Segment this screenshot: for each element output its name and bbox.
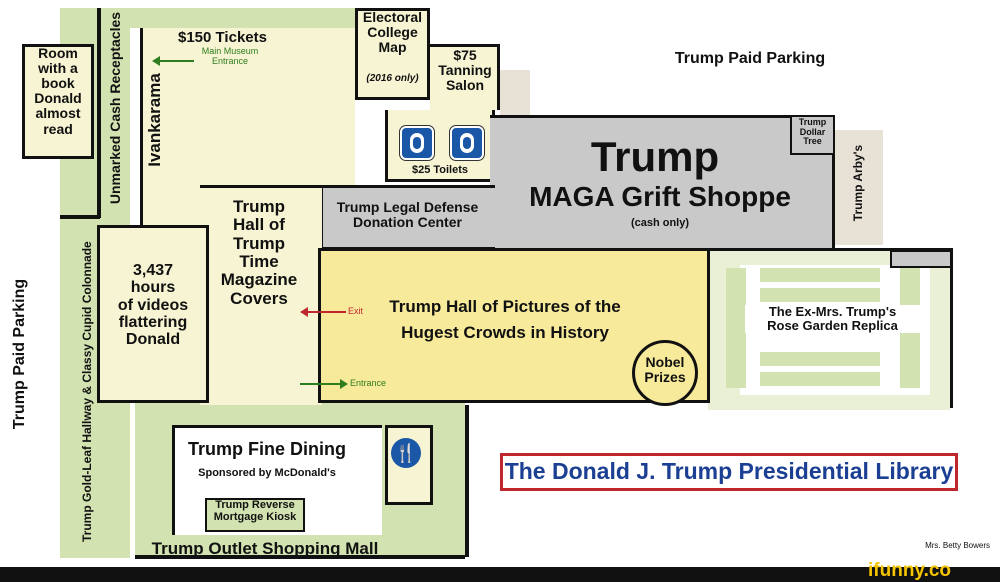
- hall-of-time-room: [200, 185, 322, 405]
- tickets-label: $150 Tickets: [178, 29, 267, 46]
- beige-strip: [500, 70, 530, 115]
- restroom-icon: [400, 126, 434, 160]
- legal-defense-label: Trump Legal Defense Donation Center: [336, 199, 479, 231]
- exit-label: Exit: [348, 306, 364, 316]
- mortgage-kiosk: [205, 498, 305, 532]
- videos-room: [97, 225, 209, 403]
- entrance-arrow-bottom: [300, 379, 348, 389]
- room-with-book: [22, 44, 94, 159]
- rose-garden-wall: [890, 250, 952, 268]
- watermark-label: ifunny.co: [868, 560, 952, 581]
- electoral-map-label: Electoral College Map: [362, 9, 423, 56]
- rose-garden-bed: [760, 352, 880, 366]
- electoral-map-note: (2016 only): [366, 73, 419, 84]
- sponsor-label: Sponsored by McDonald's: [198, 467, 336, 479]
- electoral-map-room: [355, 8, 430, 100]
- toilets-label: $25 Toilets: [411, 164, 469, 176]
- wall: [465, 405, 469, 557]
- grift-note: (cash only): [630, 217, 690, 229]
- dollar-tree-label: Trump Dollar Tree: [798, 117, 827, 147]
- grift-subtitle: MAGA Grift Shoppe: [529, 181, 791, 212]
- rose-garden-bed: [726, 268, 746, 388]
- main-entrance-label: Main Museum Entrance: [201, 46, 259, 66]
- wall: [708, 248, 953, 251]
- rose-garden-bed: [760, 268, 880, 282]
- credit-label: Mrs. Betty Bowers: [925, 541, 990, 550]
- entrance-label: Entrance: [350, 378, 387, 388]
- grift-shoppe-room: [490, 115, 835, 250]
- wall: [950, 248, 953, 408]
- paid-parking-top-label: Trump Paid Parking: [674, 50, 826, 67]
- rose-garden-bed: [760, 372, 880, 386]
- restroom-icon: [450, 126, 484, 160]
- library-title: The Donald J. Trump Presidential Library: [504, 458, 954, 484]
- crowds-hall-room: [318, 248, 710, 403]
- entrance-arrow-top: [152, 56, 194, 66]
- wall: [97, 8, 101, 218]
- fork-knife-icon: 🍴: [391, 438, 421, 468]
- videos-label: 3,437 hours of videos flattering Donald: [117, 262, 189, 349]
- nobel-prizes-label: Nobel Prizes: [644, 354, 686, 386]
- dollar-tree-room: [790, 115, 835, 155]
- library-title-box: [500, 453, 958, 491]
- fine-dining-label: Trump Fine Dining: [188, 439, 346, 459]
- colonnade-label: Trump Gold-Leaf Hallway & Classy Cupid C…: [80, 241, 94, 542]
- tanning-room: [430, 44, 500, 110]
- exit-arrow: [300, 307, 346, 317]
- tanning-label: $75 Tanning Salon: [438, 47, 492, 94]
- grift-title: Trump: [590, 133, 720, 180]
- room-with-book-label: Room with a book Donald almost read: [34, 45, 82, 137]
- mortgage-kiosk-label: Trump Reverse Mortgage Kiosk: [213, 499, 297, 523]
- upper-green-area: [130, 8, 355, 28]
- wall: [60, 215, 100, 219]
- paid-parking-left-label: Trump Paid Parking: [11, 278, 28, 430]
- hall-of-time-label: Trump Hall of Trump Time Magazine Covers: [220, 197, 298, 308]
- legal-defense-room: [320, 185, 495, 250]
- footer-bar: [0, 567, 1000, 582]
- rose-garden-label: The Ex-Mrs. Trump's Rose Garden Replica: [745, 304, 920, 334]
- unmarked-cash-label: Unmarked Cash Receptacles: [107, 11, 123, 205]
- arbys-strip: [835, 130, 883, 245]
- outlet-label: Trump Outlet Shopping Mall: [151, 539, 379, 558]
- rose-garden-bed: [760, 288, 880, 302]
- wall: [135, 555, 465, 559]
- nobel-prizes-circle: [632, 340, 698, 406]
- crowds-hall-label: Trump Hall of Pictures of the Hugest Cro…: [389, 297, 621, 342]
- arbys-label: Trump Arby's: [851, 144, 865, 222]
- ivankarama-label: Ivankarama: [145, 73, 164, 167]
